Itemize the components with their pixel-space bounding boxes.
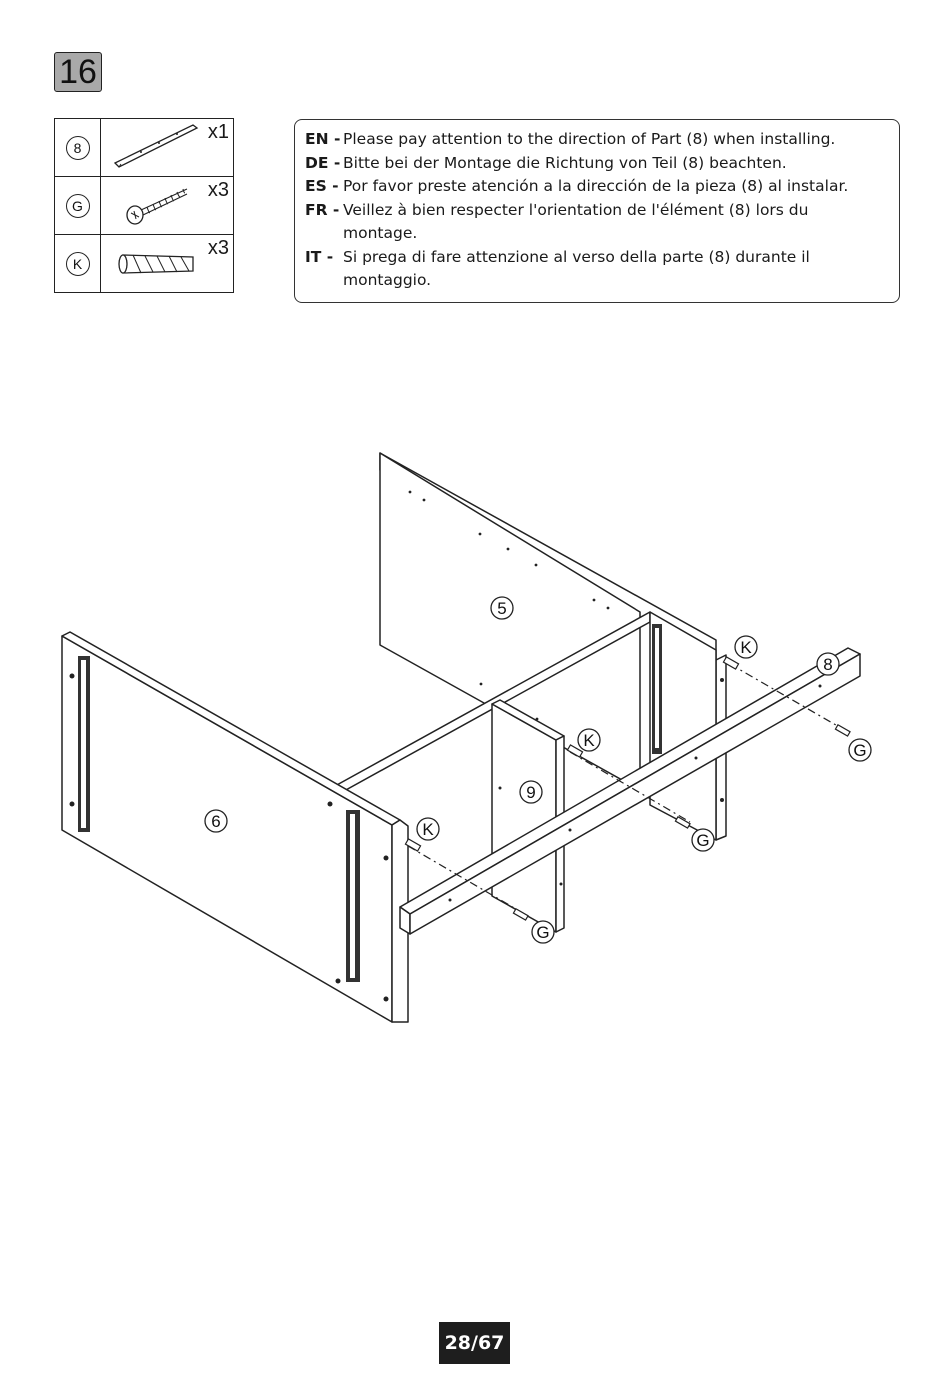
instruction-en: EN -Please pay attention to the directio… — [305, 128, 889, 152]
dowel-k-1 — [722, 656, 740, 670]
lang-code: IT - — [305, 247, 334, 266]
drawer-slide-right — [346, 810, 360, 982]
screw-g-2 — [674, 815, 691, 829]
label-panel-9: 9 — [526, 783, 535, 802]
step-number: 16 — [54, 52, 102, 92]
instruction-de: DE -Bitte bei der Montage die Richtung v… — [305, 152, 889, 176]
instruction-es: ES -Por favor preste atención a la direc… — [305, 175, 889, 199]
label-dowel-k: K — [740, 638, 752, 657]
instruction-box: EN -Please pay attention to the directio… — [294, 119, 900, 303]
lang-code: EN - — [305, 130, 341, 148]
label-screw-g: G — [696, 831, 709, 850]
label-dowel-k: K — [422, 820, 434, 839]
part-qty: x3 — [207, 179, 229, 201]
label-panel-5: 5 — [497, 599, 506, 618]
lang-code: DE - — [305, 153, 341, 172]
instruction-text: Veillez à bien respecter l'orientation d… — [343, 200, 809, 243]
label-screw-g: G — [536, 923, 549, 942]
assembly-diagram: 5 6 9 8 K K K G G G — [61, 452, 872, 1023]
dowel-k-3 — [404, 838, 422, 852]
part-qty: x1 — [207, 121, 229, 143]
parts-list: 8 x1 G x3 K — [54, 118, 234, 293]
part-row: K x3 — [54, 234, 234, 293]
screw-g-3 — [512, 907, 529, 921]
instruction-fr: FR -Veillez à bien respecter l'orientati… — [305, 199, 889, 246]
instruction-text: Bitte bei der Montage die Richtung von T… — [343, 153, 787, 172]
label-rail-8: 8 — [823, 655, 832, 674]
screw-icon — [126, 188, 188, 225]
part-qty: x3 — [207, 237, 229, 259]
drawer-slide-back — [652, 624, 662, 754]
label-screw-g: G — [853, 741, 866, 760]
part-id-badge: 8 — [65, 135, 90, 160]
part-row: G x3 — [54, 176, 234, 235]
instruction-it: IT - Si prega di fare attenzione al verso… — [305, 246, 889, 293]
lang-code: FR - — [305, 200, 340, 219]
instruction-text: Si prega di fare attenzione al verso del… — [343, 247, 810, 290]
dowel-icon — [118, 254, 194, 274]
rail-8 — [409, 653, 861, 935]
instruction-text: Por favor preste atención a la dirección… — [343, 177, 849, 195]
panel-6 — [61, 635, 393, 1023]
instruction-text: Please pay attention to the direction of… — [343, 130, 836, 148]
part-id-badge: K — [65, 251, 90, 276]
panel-9 — [491, 703, 557, 933]
lang-code: ES - — [305, 177, 339, 195]
part-id-badge: G — [65, 193, 90, 218]
drawer-slide-left — [78, 656, 90, 832]
label-panel-6: 6 — [211, 812, 220, 831]
page-number: 28/67 — [439, 1322, 510, 1364]
label-dowel-k: K — [583, 731, 595, 750]
screw-g-1 — [834, 723, 851, 737]
part-row: 8 x1 — [54, 118, 234, 177]
rail-icon — [113, 124, 199, 168]
dowel-k-2 — [566, 744, 584, 758]
